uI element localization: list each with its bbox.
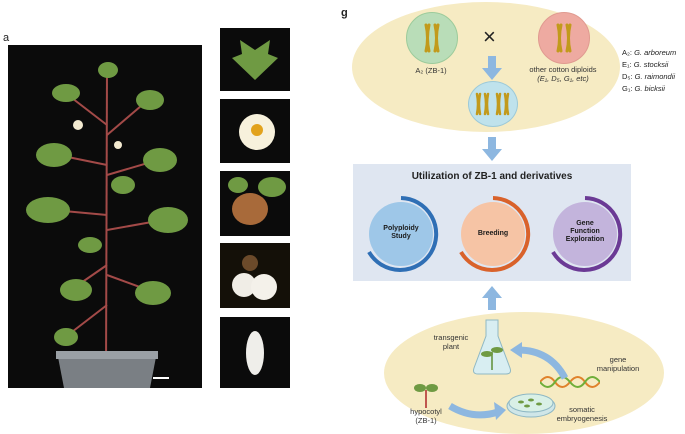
gene-label-line1: Gene	[576, 220, 594, 227]
fiber-photo	[220, 317, 290, 388]
cotton-plant-photo	[8, 45, 202, 388]
polyploidy-study-circle: Polyploidy Study	[361, 194, 441, 274]
up-arrow-icon	[482, 286, 502, 310]
legend-item: E₁: G. stocksii	[622, 60, 669, 69]
open-boll-photo	[220, 243, 290, 308]
panel-label-g: g	[341, 7, 348, 19]
down-arrow-icon	[482, 56, 502, 80]
boll-photo	[220, 171, 290, 236]
polyploidy-label-line1: Polyploidy	[383, 225, 419, 232]
down-arrow-icon	[482, 137, 502, 161]
flower-photo	[220, 99, 290, 163]
other-diploids-label: other cotton diploids (E₁, D₅, G₁, etc)	[515, 65, 611, 83]
breeding-label: Breeding	[477, 230, 509, 237]
leaf-photo	[220, 28, 290, 91]
other-diploids-line1: other cotton diploids	[529, 65, 597, 74]
dna-icon	[540, 376, 600, 388]
hypocotyl-label: hypocotyl (ZB-1)	[402, 407, 450, 425]
cross-symbol: ×	[483, 24, 496, 49]
transgenic-label: transgenic plant	[428, 333, 474, 351]
somatic-line1: somatic	[569, 405, 595, 414]
species-legend: A₂: G. arboreum E₁: G. stocksii D₅: G. r…	[622, 47, 676, 95]
transgenic-line1: transgenic	[433, 333, 469, 342]
legend-item: D₅: G. raimondii	[622, 72, 676, 81]
a2-genome-circle	[406, 12, 458, 64]
gene-manipulation-label: gene manipulation	[588, 355, 648, 373]
legend-item: A₂: G. arboreum	[622, 48, 677, 57]
gene-manipulation-line2: manipulation	[596, 363, 640, 373]
utilization-box: Utilization of ZB-1 and derivatives Poly…	[353, 164, 631, 281]
gene-label-line3: Exploration	[565, 236, 605, 244]
hypocotyl-line1: hypocotyl	[410, 407, 442, 416]
somatic-line2: embryogenesis	[556, 413, 608, 423]
polyploid-circle	[468, 81, 518, 127]
hypocotyl-line2: (ZB-1)	[415, 415, 437, 425]
legend-item: G₁: G. bicksii	[622, 84, 665, 93]
gene-manipulation-line1: gene	[609, 355, 627, 364]
other-diploids-line2: (E₁, D₅, G₁, etc)	[537, 73, 589, 83]
somatic-embryogenesis-label: somatic embryogenesis	[552, 405, 612, 423]
polyploidy-label-line2: Study	[391, 233, 411, 241]
other-diploids-circle	[538, 12, 590, 64]
gene-function-circle: Gene Function Exploration	[545, 194, 625, 274]
curved-arrow-icon	[510, 342, 569, 380]
utilization-title: Utilization of ZB-1 and derivatives	[411, 171, 573, 182]
gene-label-line2: Function	[570, 228, 600, 236]
breeding-circle: Breeding	[453, 194, 533, 274]
flask-icon	[473, 319, 511, 375]
panel-label-a: a	[3, 32, 10, 44]
seedling-icon	[414, 384, 438, 408]
curved-arrow-icon	[448, 402, 506, 420]
a2-label: A₂ (ZB-1)	[415, 66, 447, 75]
petri-dish-icon	[506, 393, 556, 418]
transgenic-line2: plant	[442, 341, 460, 351]
